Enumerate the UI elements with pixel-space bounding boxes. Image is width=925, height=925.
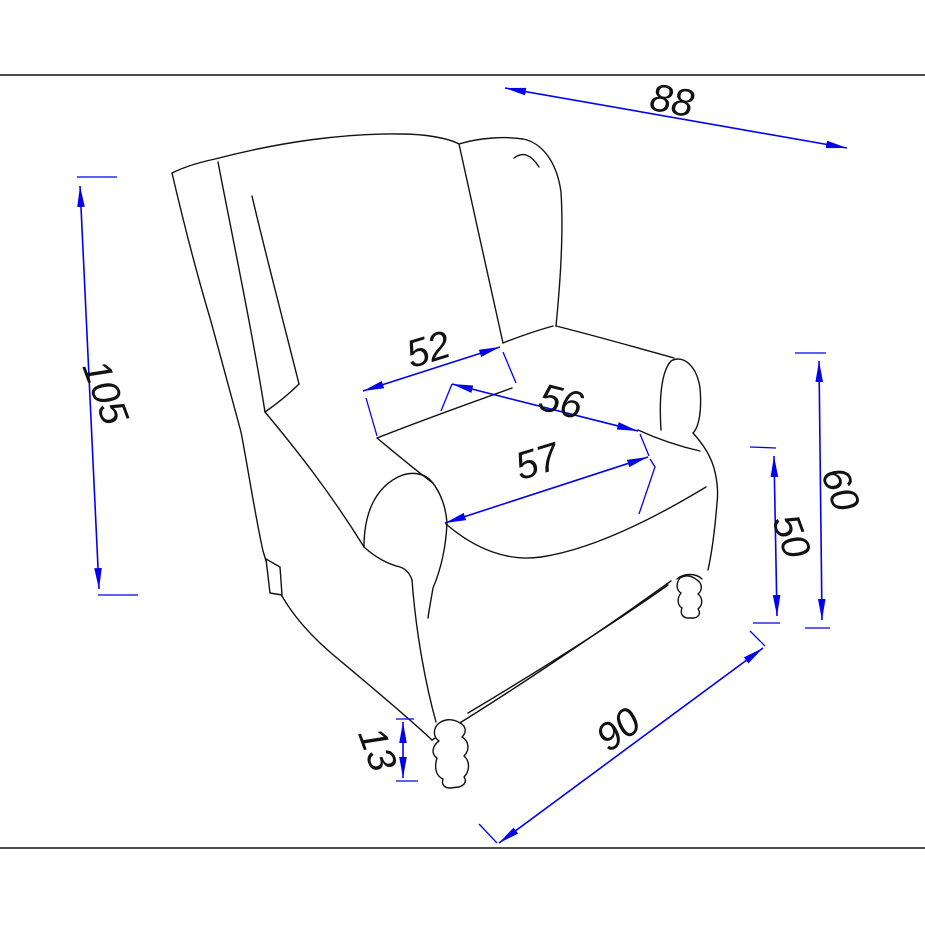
dim-seat-width-label: 57 — [510, 435, 565, 489]
left-wing-front-edge — [217, 161, 266, 413]
front-right-leg — [676, 575, 703, 619]
right-arm-roll — [659, 358, 702, 434]
dim-ext-seatheight-top — [749, 446, 777, 449]
dim-ext-seatdepth-right — [639, 433, 650, 457]
dim-ext-depth-right — [749, 630, 766, 647]
dim-ext-seatback-left — [365, 397, 378, 437]
cushion-front-edge — [445, 486, 707, 559]
right-wing-bottom-arc — [502, 325, 554, 344]
dim-ext-seatwidth-right — [638, 458, 656, 515]
right-side-edge — [692, 432, 719, 571]
right-rail-top-edge — [555, 325, 675, 359]
left-wing-crease — [251, 195, 300, 385]
left-wing-bottom-curve — [264, 383, 300, 413]
dim-line-arm-height — [815, 360, 826, 621]
dim-overall-width-label: 88 — [647, 76, 697, 126]
dim-ext-seatback-right — [502, 351, 517, 384]
page-rules — [0, 74, 925, 849]
dim-overall-depth-label: 90 — [588, 700, 649, 761]
left-arm-roll-bottom — [363, 546, 413, 581]
dim-ext-depth-left — [478, 823, 498, 844]
dim-line-overall-depth — [498, 647, 764, 844]
dim-line-seat-width — [444, 456, 649, 524]
chair-left-silhouette — [171, 172, 433, 741]
dim-seat-height-label: 50 — [763, 509, 818, 565]
front-left-leg — [432, 719, 470, 789]
dim-line-seat-height — [770, 455, 781, 617]
dim-line-seat-back-width — [362, 346, 501, 392]
right-arm-seat-junction — [637, 429, 701, 452]
left-arm-front-edge — [411, 579, 437, 723]
dim-leg-height-label: 13 — [349, 722, 404, 778]
front-right-leg-cap — [676, 573, 703, 580]
rear-left-leg — [265, 558, 283, 596]
back-top-curve — [171, 133, 460, 174]
left-arm-top-edge — [264, 411, 365, 548]
dim-seat-depth-label: 56 — [534, 376, 587, 428]
dimension-annotations: 88 105 52 56 57 60 50 90 — [74, 76, 868, 844]
dim-line-overall-height — [77, 185, 102, 590]
cushion-left-edge — [376, 437, 434, 484]
back-right-crease — [458, 143, 504, 344]
dim-seat-back-width-label: 52 — [401, 323, 455, 377]
dim-ext-seatdepth-left — [440, 383, 453, 412]
left-arm-roll — [363, 472, 448, 619]
dim-line-overall-width — [504, 87, 848, 149]
headrest-stitch-curve — [513, 153, 540, 168]
right-wing-outline — [458, 136, 563, 327]
armchair-line-art — [171, 133, 719, 789]
dim-overall-height-label: 105 — [74, 354, 137, 430]
seat-back-edge — [376, 387, 513, 439]
dim-line-seat-depth — [451, 383, 639, 432]
